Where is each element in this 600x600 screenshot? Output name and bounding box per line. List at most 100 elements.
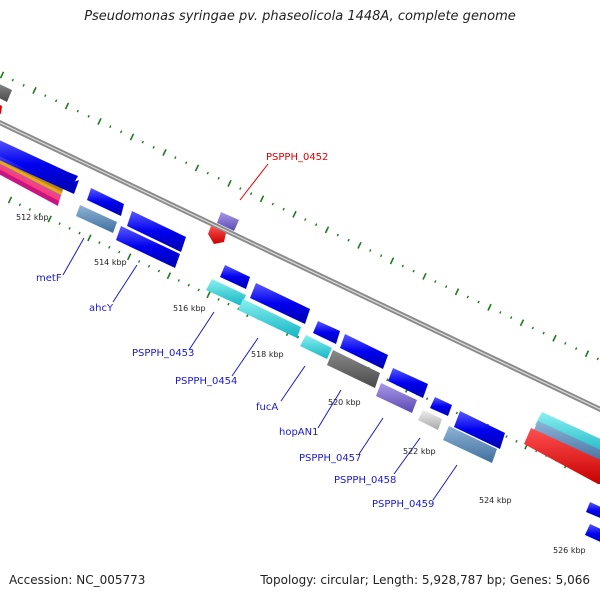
scale-label-524: 524 kbp — [479, 496, 512, 505]
feature-steel-0459 — [443, 426, 497, 463]
inner-tick — [87, 234, 92, 242]
inner-tick — [505, 435, 508, 438]
feature-blue-e — [340, 334, 388, 369]
feature-blue-metF — [0, 140, 78, 190]
inner-tick — [157, 269, 161, 273]
scale-labels: 512 kbp 514 kbp 516 kbp 518 kbp 520 kbp … — [16, 213, 586, 555]
outer-tick — [412, 269, 415, 273]
inner-tick — [147, 264, 151, 268]
inner-tick — [47, 215, 52, 223]
outer-tick — [454, 288, 460, 296]
scale-label-514: 514 kbp — [94, 258, 127, 267]
outer-tick — [76, 109, 79, 113]
feature-steel-b — [76, 205, 117, 233]
leader-lines — [62, 163, 458, 501]
outer-tick — [239, 187, 242, 190]
gene-label-pspph-0454: PSPPH_0454 — [175, 376, 237, 387]
outer-tick — [271, 202, 274, 206]
outer-tick — [389, 257, 395, 265]
feature-cyan-0453 — [206, 279, 246, 306]
outer-tick — [487, 303, 492, 311]
outer-tick — [324, 226, 330, 234]
outer-tick — [574, 347, 578, 351]
outer-tick — [509, 316, 513, 320]
feature-gray-fragment — [0, 84, 12, 102]
outer-tick — [292, 210, 297, 218]
outer-tick — [584, 350, 590, 358]
feature-cyan-fucA — [300, 335, 332, 359]
inner-tick — [386, 378, 389, 382]
scale-label-522: 522 kbp — [403, 447, 436, 456]
scale-label-512: 512 kbp — [16, 213, 49, 222]
outer-tick — [32, 86, 37, 94]
inner-tick — [227, 302, 230, 306]
inner-tick — [515, 439, 518, 443]
inner-tick — [126, 253, 132, 261]
inner-tick — [177, 279, 180, 282]
inner-tick — [58, 222, 61, 226]
outer-tick — [162, 148, 167, 156]
outer-tick — [347, 238, 350, 242]
outer-tick — [22, 83, 25, 87]
map-title: Pseudomonas syringae pv. phaseolicola 14… — [84, 9, 516, 24]
outer-tick — [314, 223, 318, 227]
feature-blue-fucA — [313, 321, 340, 344]
gene-label-pspph-0457: PSPPH_0457 — [299, 453, 361, 464]
outer-tick — [552, 334, 557, 342]
inner-tick — [7, 196, 13, 204]
feature-red-right — [524, 428, 600, 484]
inner-tick — [28, 208, 32, 211]
feature-blue-0459 — [454, 411, 505, 449]
feature-blue-0454 — [250, 283, 310, 324]
inner-tick — [18, 203, 22, 207]
outer-tick — [11, 78, 14, 82]
outer-tick — [129, 133, 135, 141]
feature-gray-hopAN1 — [327, 350, 380, 388]
scale-label-520: 520 kbp — [328, 398, 361, 407]
gene-label-metf: metF — [36, 273, 62, 284]
outer-tick-track — [0, 71, 599, 361]
gene-labels: PSPPH_0452 metF ahcY PSPPH_0453 PSPPH_04… — [36, 152, 434, 510]
gene-label-pspph-0453: PSPPH_0453 — [132, 348, 194, 359]
scale-label-526: 526 kbp — [553, 546, 586, 555]
feature-blue-ahcY — [127, 211, 186, 252]
inner-tick — [425, 397, 429, 401]
outer-tick — [259, 195, 265, 203]
outer-tick — [422, 272, 427, 280]
inner-tick — [98, 241, 101, 244]
gene-label-ahcy: ahcY — [89, 303, 114, 314]
feature-blue-right-b — [585, 524, 600, 542]
outer-tick — [109, 125, 112, 128]
inner-tick — [137, 260, 141, 263]
outer-tick — [336, 233, 339, 237]
outer-tick — [227, 179, 232, 187]
inner-tick — [108, 245, 111, 249]
gene-label-hopan1: hopAN1 — [279, 427, 319, 438]
inner-tick — [166, 272, 172, 280]
gene-label-pspph-0452: PSPPH_0452 — [266, 152, 328, 163]
outer-tick — [357, 241, 362, 249]
feature-blue-f — [388, 368, 428, 398]
outer-tick — [369, 249, 372, 252]
scale-label-518: 518 kbp — [251, 350, 284, 359]
inner-tick — [296, 335, 300, 339]
feature-red-0452 — [208, 226, 226, 244]
feature-layer — [0, 84, 600, 542]
inner-tick — [206, 291, 211, 299]
inner-tick — [217, 297, 220, 301]
outer-tick — [152, 145, 155, 149]
feature-blue-right-a — [586, 502, 600, 518]
inner-tick — [118, 250, 121, 254]
outer-tick — [282, 207, 285, 211]
outer-tick — [54, 99, 58, 103]
feature-purple-0452 — [217, 212, 239, 231]
inner-tick — [455, 411, 459, 415]
outer-tick — [444, 285, 448, 289]
outer-tick — [217, 176, 220, 180]
genome-stats-text: Topology: circular; Length: 5,928,787 bp… — [260, 573, 590, 587]
scale-label-516: 516 kbp — [173, 304, 206, 313]
outer-tick — [0, 71, 5, 79]
feature-blue-b — [87, 188, 124, 216]
outer-tick — [194, 164, 200, 172]
